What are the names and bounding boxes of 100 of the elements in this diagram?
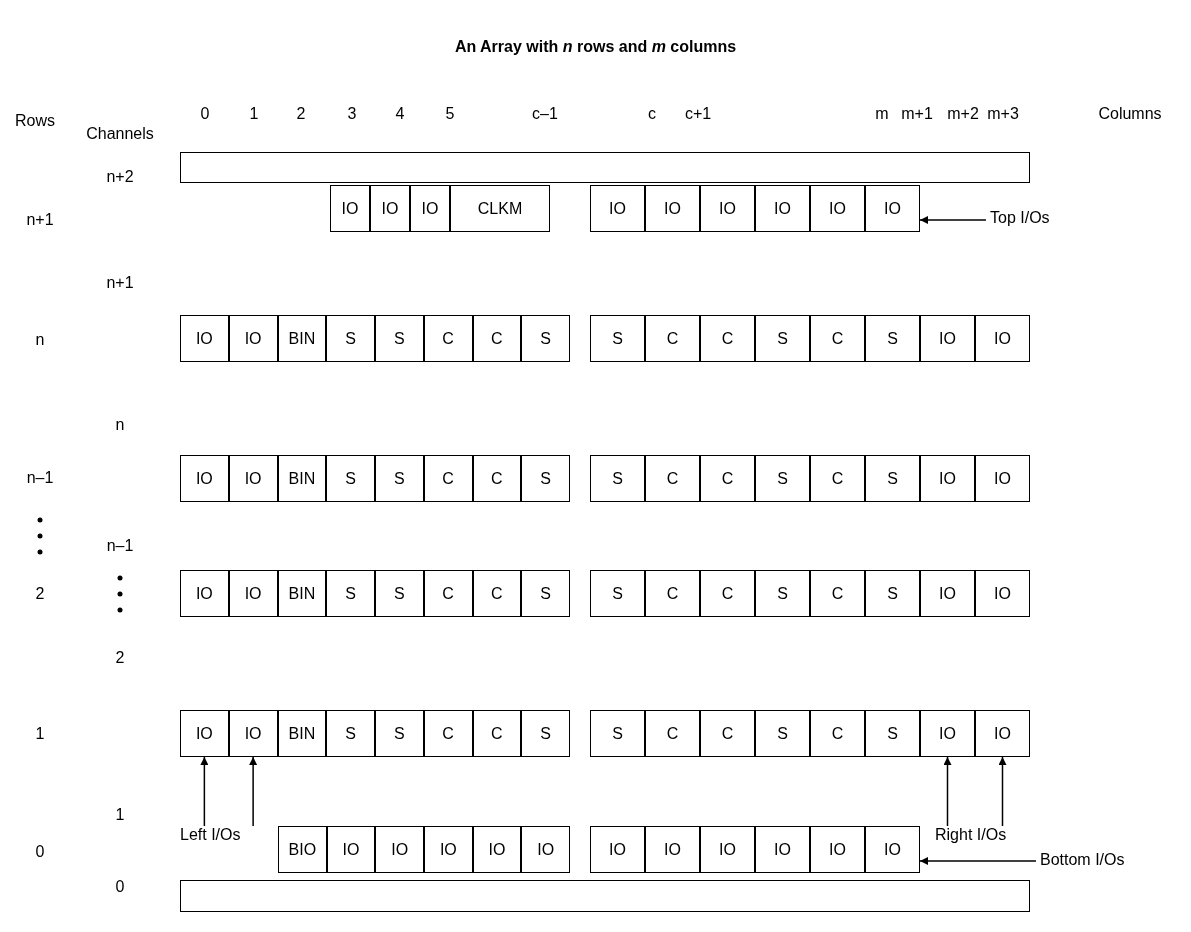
array-block: IO [700, 185, 755, 232]
channel-number: 1 [115, 806, 125, 824]
arrow [919, 857, 1037, 865]
array-block: S [326, 315, 375, 362]
array-block: IO [700, 826, 755, 873]
array-block: S [865, 710, 920, 757]
row-number: 1 [35, 725, 45, 743]
column-number: 4 [395, 105, 405, 123]
array-block: S [755, 315, 810, 362]
channel-number: 0 [115, 878, 125, 896]
axis-title: Channels [86, 125, 154, 143]
array-block: C [810, 710, 865, 757]
array-block: C [645, 455, 700, 502]
array-block: IO [920, 455, 975, 502]
array-block: S [521, 455, 570, 502]
arrow [943, 756, 952, 827]
array-block: IO [975, 315, 1030, 362]
array-block: IO [180, 710, 229, 757]
array-block: S [865, 315, 920, 362]
array-block: C [423, 570, 473, 617]
diagram-title: An Array with n rows and m columns [454, 38, 737, 55]
column-number: 3 [347, 105, 357, 123]
column-number: 1 [249, 105, 259, 123]
array-block: IO [755, 826, 810, 873]
column-number: 2 [296, 105, 306, 123]
array-block: C [700, 710, 755, 757]
array-block: IO [370, 185, 410, 232]
array-block: S [755, 455, 810, 502]
column-number: c+1 [684, 105, 712, 123]
array-block: C [472, 570, 522, 617]
array-block: IO [228, 710, 278, 757]
array-block: C [645, 570, 700, 617]
array-block: CLKM [450, 185, 550, 232]
axis-title: Rows [15, 112, 55, 130]
array-block: BIO [278, 826, 327, 873]
array-block: IO [424, 826, 473, 873]
array-block: S [590, 710, 645, 757]
array-block: S [755, 710, 810, 757]
array-block: S [326, 710, 375, 757]
array-block: S [521, 570, 570, 617]
arrow [200, 756, 209, 827]
array-block: IO [472, 826, 522, 873]
column-number: 0 [200, 105, 210, 123]
array-block: IO [920, 315, 975, 362]
array-block: IO [975, 710, 1030, 757]
array-block: C [472, 315, 522, 362]
array-block: BIN [277, 570, 327, 617]
array-block: IO [810, 185, 865, 232]
array-block: C [700, 570, 755, 617]
array-block: IO [590, 185, 645, 232]
row-number: 0 [35, 843, 45, 861]
column-number: c–1 [532, 105, 558, 123]
array-block: S [375, 710, 424, 757]
array-block: IO [326, 826, 376, 873]
array-block: C [423, 455, 473, 502]
row-number: n+1 [26, 211, 54, 229]
array-block: S [326, 570, 375, 617]
array-block: S [521, 710, 570, 757]
array-block: S [375, 315, 424, 362]
array-block: S [521, 315, 570, 362]
column-number: c [648, 105, 656, 123]
array-block: S [375, 455, 424, 502]
channel-bar [180, 880, 1030, 912]
column-number: m+3 [987, 105, 1019, 123]
row-number: 2 [35, 585, 45, 603]
array-block: IO [865, 826, 920, 873]
channel-number: n+1 [106, 274, 134, 292]
array-block: C [472, 710, 522, 757]
array-block: IO [180, 570, 229, 617]
array-block: IO [180, 455, 229, 502]
array-block: S [326, 455, 375, 502]
array-block: BIN [277, 315, 327, 362]
column-number: m+2 [947, 105, 979, 123]
array-block: IO [330, 185, 370, 232]
array-block: C [423, 710, 473, 757]
array-block: BIN [277, 710, 327, 757]
array-block: S [865, 455, 920, 502]
array-block: S [590, 455, 645, 502]
array-block: IO [228, 315, 278, 362]
arrow [919, 216, 987, 224]
array-block: S [375, 570, 424, 617]
channel-number: n [115, 416, 125, 434]
array-block: S [865, 570, 920, 617]
arrow [998, 756, 1007, 827]
column-number: m [875, 105, 889, 123]
array-block: IO [865, 185, 920, 232]
array-block: IO [590, 826, 645, 873]
array-block: IO [228, 570, 278, 617]
annotation-text: Top I/Os [990, 209, 1050, 227]
array-block: C [423, 315, 473, 362]
array-block: IO [975, 455, 1030, 502]
channel-number: n+2 [106, 168, 134, 186]
array-block: IO [645, 826, 700, 873]
array-block: C [700, 315, 755, 362]
array-block: IO [521, 826, 570, 873]
array-block: S [590, 315, 645, 362]
array-block: IO [755, 185, 810, 232]
arrow [249, 756, 258, 827]
array-block: C [645, 315, 700, 362]
array-block: C [810, 315, 865, 362]
